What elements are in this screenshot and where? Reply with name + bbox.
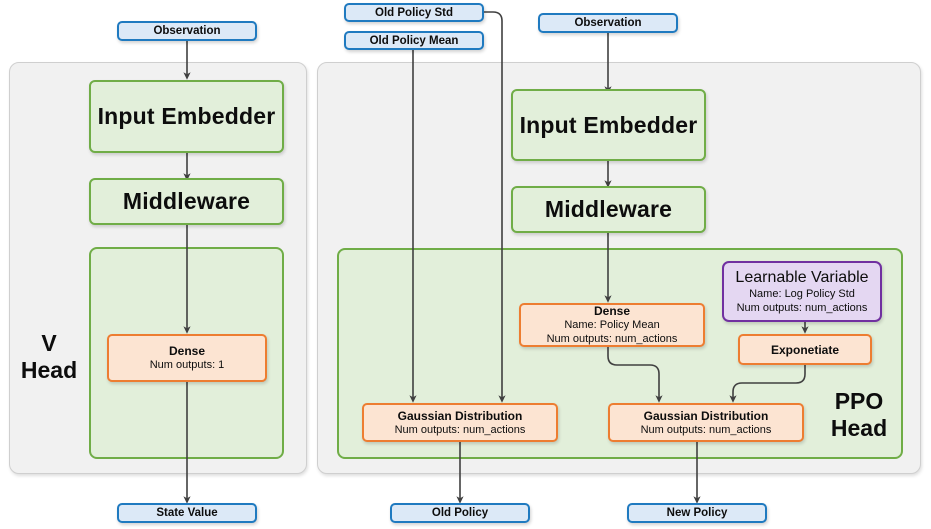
observation-label-ppo: Observation — [574, 17, 642, 29]
state-value-output[interactable]: State Value — [117, 503, 257, 523]
new-policy-output-label: New Policy — [666, 507, 728, 519]
exponentiate-title: Exponetiate — [770, 342, 839, 357]
observation-input-v[interactable]: Observation — [117, 21, 257, 41]
ppo-head-caption-line2: Head — [830, 415, 888, 441]
gaussian-distribution-new[interactable]: Gaussian Distribution Num outputs: num_a… — [608, 403, 804, 442]
learnable-variable-log-policy-std[interactable]: Learnable Variable Name: Log Policy Std … — [722, 261, 882, 322]
dense-num-outputs-v: Num outputs: 1 — [149, 359, 225, 371]
gaussian-new-title: Gaussian Distribution — [643, 408, 769, 423]
dense-title-v: Dense — [168, 344, 206, 358]
middleware-ppo[interactable]: Middleware — [511, 186, 706, 233]
ppo-head-caption: PPO Head — [820, 388, 898, 442]
v-head-caption: V Head — [10, 330, 88, 384]
gaussian-new-num-outputs: Num outputs: num_actions — [640, 423, 772, 436]
observation-label-v: Observation — [153, 25, 221, 37]
old-policy-std-label: Old Policy Std — [375, 6, 453, 19]
old-policy-output-label: Old Policy — [431, 507, 489, 519]
dense-policy-mean-title: Dense — [593, 304, 631, 318]
input-embedder-v[interactable]: Input Embedder — [89, 80, 284, 153]
gaussian-distribution-old[interactable]: Gaussian Distribution Num outputs: num_a… — [362, 403, 558, 442]
new-policy-output[interactable]: New Policy — [627, 503, 767, 523]
middleware-label-v: Middleware — [122, 188, 251, 214]
dense-policy-mean[interactable]: Dense Name: Policy Mean Num outputs: num… — [519, 303, 705, 347]
input-embedder-ppo[interactable]: Input Embedder — [511, 89, 706, 161]
input-embedder-label-v: Input Embedder — [97, 103, 276, 129]
old-policy-output[interactable]: Old Policy — [390, 503, 530, 523]
middleware-label-ppo: Middleware — [544, 196, 673, 222]
old-policy-mean-label: Old Policy Mean — [369, 34, 459, 47]
old-policy-std-input[interactable]: Old Policy Std — [344, 3, 484, 22]
dense-policy-mean-num-outputs: Num outputs: num_actions — [546, 333, 678, 345]
dense-v[interactable]: Dense Num outputs: 1 — [107, 334, 267, 382]
v-head-caption-line2: Head — [20, 357, 78, 383]
gaussian-old-num-outputs: Num outputs: num_actions — [394, 423, 526, 436]
observation-input-ppo[interactable]: Observation — [538, 13, 678, 33]
ppo-head-caption-line1: PPO — [834, 388, 884, 414]
dense-policy-mean-name: Name: Policy Mean — [564, 319, 660, 331]
exponentiate[interactable]: Exponetiate — [738, 334, 872, 365]
learnable-variable-title: Learnable Variable — [735, 268, 869, 286]
old-policy-mean-input[interactable]: Old Policy Mean — [344, 31, 484, 50]
state-value-label: State Value — [156, 507, 218, 519]
learnable-variable-num-outputs: Num outputs: num_actions — [736, 301, 868, 314]
gaussian-old-title: Gaussian Distribution — [397, 408, 523, 423]
middleware-v[interactable]: Middleware — [89, 178, 284, 225]
v-head-caption-line1: V — [41, 330, 57, 356]
input-embedder-label-ppo: Input Embedder — [519, 111, 698, 138]
learnable-variable-name: Name: Log Policy Std — [749, 287, 855, 300]
